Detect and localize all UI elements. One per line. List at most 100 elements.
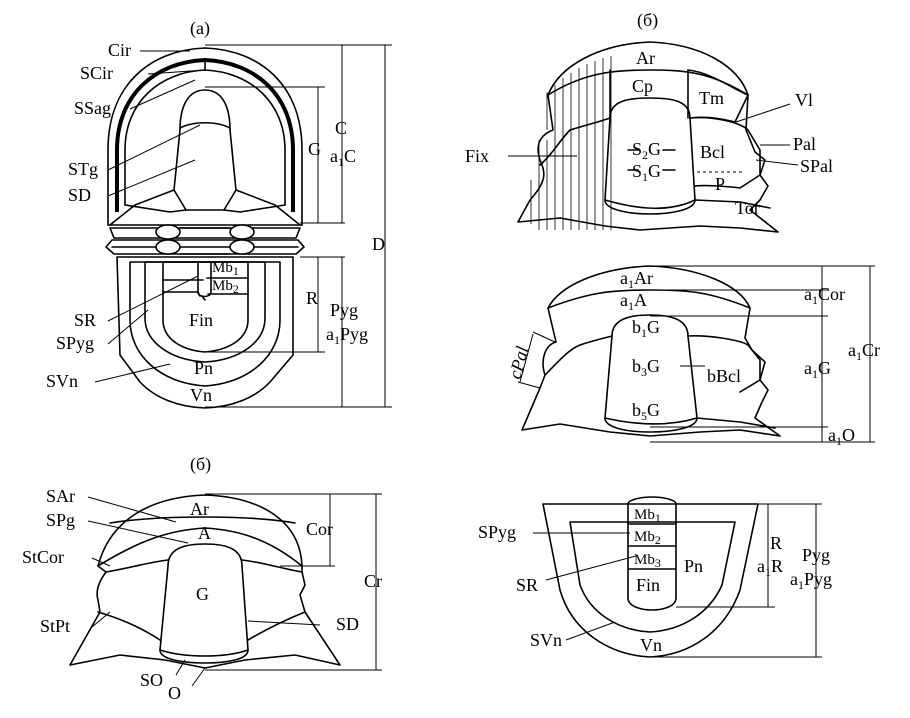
tor-region [604,199,771,210]
fig-b-top-leaders [508,103,799,166]
label-sd-bottom: SD [336,614,359,634]
figure-b-bottom: (б) SAr SPg StCor StPt [22,454,382,703]
label-mb2: Mb2 [212,278,239,296]
label-spg: SPg [46,510,75,530]
posterior-border-right [247,611,306,641]
label-d: D [372,234,385,254]
label-r: R [306,288,318,308]
label-ssag: SSag [74,98,111,118]
facial-suture-left [109,189,175,226]
fig-b-mid-lines [517,265,875,443]
label-cor: Cor [306,519,333,539]
label-p: P [715,174,725,194]
cranidium-inner-border [539,117,611,166]
cranidium-outline-mid [521,307,781,437]
axial-ring-1-right [229,224,255,240]
label-sar: SAr [46,486,75,506]
label-scir: SCir [80,63,113,83]
label-a1pyg: a1Pyg [326,324,368,347]
glabella [173,89,237,211]
anterior-border-bottom [97,494,303,567]
label-pyg: Pyg [330,300,358,320]
fig-b-bottom-labels: SAr SPg StCor StPt Ar A G Cor Cr SD SO O [22,486,382,703]
label-s1g: S1G [632,161,661,184]
label-r-b: R [770,533,782,553]
figure-b-middle: a1Ar a1A b1G b3G b5G bBcl cPal a1Cor a1G… [505,265,880,448]
mb2-furrow-left [162,291,201,297]
pygidium-border-inner [569,521,736,633]
label-a1cor: a1Cor [804,284,845,307]
axial-ring-2-left [155,239,181,255]
label-s2g: S2G [632,139,661,162]
label-pn: Pn [194,358,213,378]
thorax-segment-1 [109,227,301,239]
label-pal: Pal [793,134,816,154]
label-a1a: a1A [620,290,647,313]
label-g-bottom: G [196,584,209,604]
label-g: G [308,139,321,159]
preglabellar-furrow [97,527,303,567]
label-a1cr: a1Cr [848,340,880,363]
fig-a-labels-right: G C a1C D R Pyg a1Pyg [306,118,385,347]
figure-b-top: (б) [465,10,833,233]
label-vl: Vl [795,90,813,110]
label-spyg-b: SPyg [478,522,516,542]
sr-tip [201,295,206,301]
cephalon-posterior-left [124,204,187,213]
figure-pygidium: SPyg SR SVn Mb1 Mb2 Mb3 Fin Pn Vn R a1R … [478,496,832,658]
label-spal: SPal [800,156,833,176]
label-a1o: a1O [828,425,855,448]
label-b1g: b1G [632,317,660,340]
label-cp: Cp [632,76,653,96]
label-bcl: Bcl [700,142,725,162]
pygidium-border [129,261,281,387]
label-tm: Tm [699,88,724,108]
fig-pyg-labels: SPyg SR SVn Mb1 Mb2 Mb3 Fin Pn Vn R a1R … [478,507,832,655]
posterior-border-left [97,611,161,641]
fig-b-top-labels: Ar Cp Tm Vl Pal SPal Fix Bcl P Tor S2G S… [465,48,833,218]
label-b5g: b5G [632,400,660,423]
glabella-front-lobe-furrow [179,121,231,129]
label-a-bottom: A [198,523,211,543]
label-mb1: Mb1 [212,260,239,278]
label-ar-top: Ar [636,48,655,68]
label-cir: Cir [108,40,131,60]
axial-ring-2-right [229,239,255,255]
fig-a-dimension-lines [205,44,392,408]
label-bbcl: bBcl [707,366,741,386]
fixigena-left-bottom [105,559,169,573]
fig-a-labels-left: Cir SCir SSag STg SD SR SPyg SVn [46,40,131,391]
label-mb1-b: Mb1 [634,507,661,525]
label-a1ar: a1Ar [620,268,653,291]
fig-a-leaders-left [94,50,206,383]
pygidium-rachis-b [627,496,677,611]
cranidium-inner-mid [544,335,613,376]
label-tor: Tor [735,198,760,218]
fig-pyg-leaders [533,503,822,658]
label-ar-bottom: Ar [190,499,209,519]
label-stpt: StPt [40,616,70,636]
label-vn: Vn [190,385,212,405]
pygidium-pleural-field [144,261,266,363]
cephalon-posterior-right [223,204,286,213]
label-sr-b: SR [516,575,538,595]
label-mb3-b: Mb3 [634,552,661,570]
cranidium-outline-bottom [69,565,341,669]
label-b3g: b3G [632,356,660,379]
label-spyg: SPyg [56,333,94,353]
occipital-ring-mid [604,417,776,429]
facial-suture-right [235,189,301,226]
label-fin-b: Fin [636,575,660,595]
label-a1c: a1C [330,146,356,169]
label-vn-b: Vn [640,635,662,655]
fig-a-inner-labels: Mb1 Mb2 Fin Pn Vn [189,260,239,405]
label-mb2-b: Mb2 [634,529,661,547]
label-pn-b: Pn [684,556,703,576]
cephalon-border-furrow [115,57,295,212]
label-fin: Fin [189,310,213,330]
fig-b-bottom-leaders [87,493,382,687]
bcl-region [689,116,761,189]
palpebral-lobe-mid [687,335,761,393]
axial-node [197,261,212,298]
